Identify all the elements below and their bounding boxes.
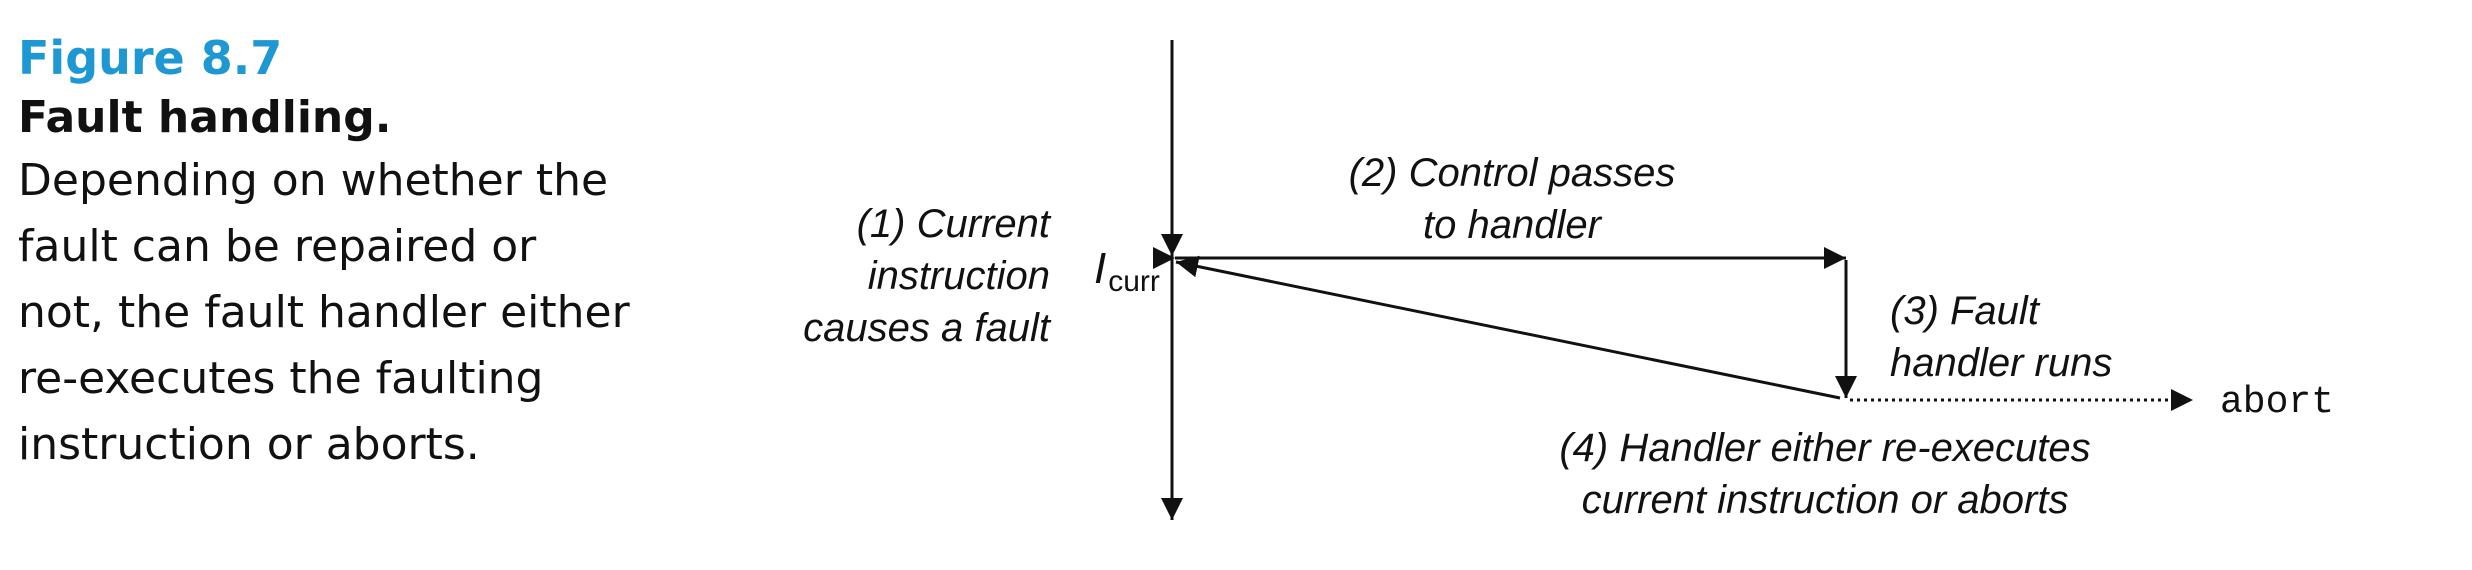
abort-label: abort [2220, 381, 2334, 424]
current-instruction-label: Icurr [1094, 244, 1160, 298]
step4-label-line: current instruction or aborts [1582, 478, 2069, 522]
caption-line: not, the fault handler either [18, 287, 630, 338]
step1-label-line: causes a fault [803, 306, 1052, 350]
instruction-subscript: curr [1108, 265, 1160, 298]
figure-title: Fault handling. [18, 92, 392, 143]
step3-label-line: (3) Fault [1890, 289, 2041, 333]
caption-line: Depending on whether the [18, 155, 609, 206]
step4-label-line: (4) Handler either re-executes [1559, 426, 2090, 470]
step1-label-line: (1) Current [857, 202, 1052, 246]
return-to-instruction-arrow [1175, 255, 1841, 400]
step2-label-line: (2) Control passes [1349, 151, 1676, 195]
step3-label-line: handler runs [1890, 341, 2112, 385]
step1-label-line: instruction [868, 254, 1050, 298]
figure-caption: Figure 8.7 Fault handling. Depending on … [18, 28, 678, 478]
figure-number: Figure 8.7 [18, 31, 283, 85]
caption-line: instruction or aborts. [18, 419, 480, 470]
instruction-letter: I [1094, 244, 1106, 293]
caption-line: re-executes the faulting [18, 353, 544, 404]
caption-line: fault can be repaired or [18, 221, 537, 272]
step2-label-line: to handler [1423, 203, 1603, 247]
